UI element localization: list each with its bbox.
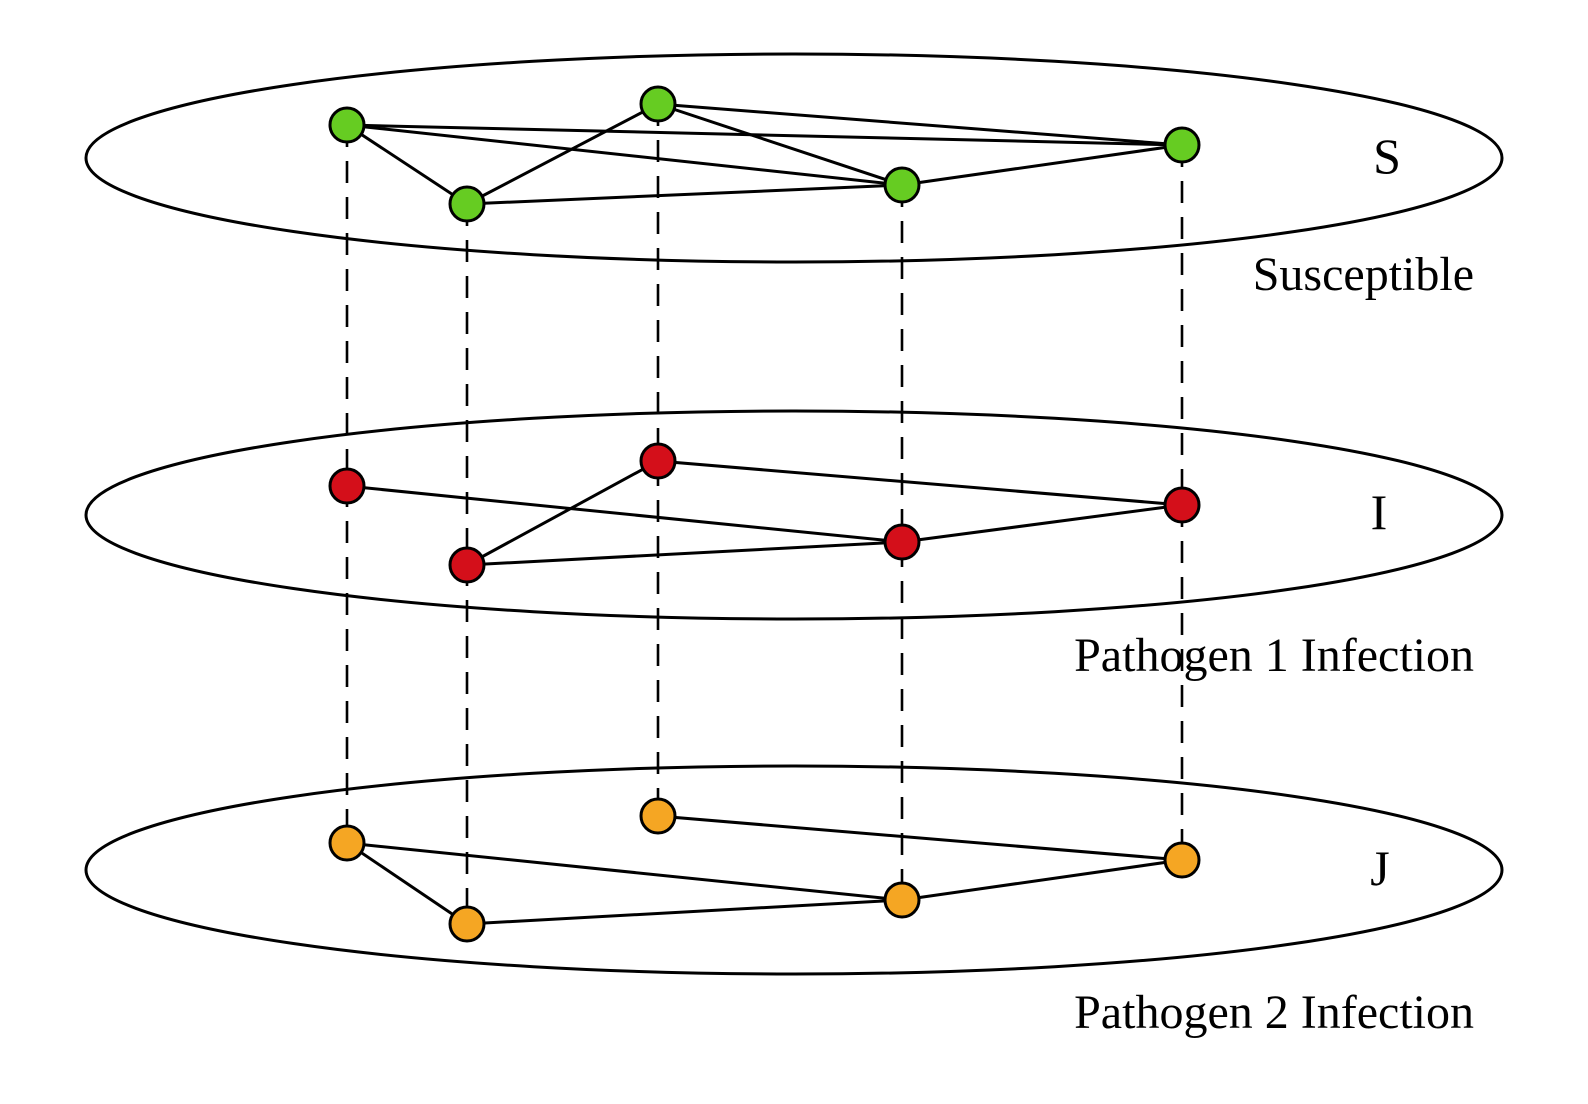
layer-j-edges xyxy=(346,814,1183,926)
layer-j-caption: Pathogen 2 Infection xyxy=(1074,986,1474,1039)
node-s-1 xyxy=(328,106,366,144)
interlayer-dashed-links xyxy=(345,104,1184,924)
node-j-3 xyxy=(639,797,677,835)
edge-i-3-6 xyxy=(657,459,1183,507)
layer-pathogen-2: J Pathogen 2 Infection xyxy=(84,764,1504,1039)
edge-s-1-2 xyxy=(346,123,468,206)
layer-s-ellipse xyxy=(84,52,1504,264)
edge-s-3-5 xyxy=(657,102,903,187)
layer-j-nodes xyxy=(328,797,1201,943)
layer-i-edges xyxy=(346,459,1183,567)
edge-j-5-6 xyxy=(901,858,1183,902)
edge-s-1-5 xyxy=(346,123,903,187)
layer-i-ellipse xyxy=(84,409,1504,621)
node-j-2 xyxy=(448,905,486,943)
edge-i-5-6 xyxy=(901,503,1183,544)
edge-i-2-3 xyxy=(466,459,659,567)
layer-s-nodes xyxy=(328,85,1201,223)
layer-pathogen-1: I Pathogen 1 Infection xyxy=(84,409,1504,682)
node-s-4 xyxy=(883,166,921,204)
layer-susceptible: S Susceptible xyxy=(84,52,1504,301)
node-j-6 xyxy=(1163,841,1201,879)
edge-j-2-5 xyxy=(466,898,903,926)
node-s-2 xyxy=(448,185,486,223)
edge-s-5-6 xyxy=(901,143,1183,187)
edge-i-2-5 xyxy=(466,540,903,567)
layer-s-edges xyxy=(346,102,1183,206)
edge-j-1-5 xyxy=(346,841,903,902)
edge-s-2-5 xyxy=(466,183,903,206)
layer-j-ellipse xyxy=(84,764,1504,976)
node-s-3 xyxy=(639,85,677,123)
layer-i-letter: I xyxy=(1371,484,1388,540)
node-s-6 xyxy=(1163,126,1201,164)
edge-s-2-3 xyxy=(466,102,659,206)
edge-j-3-6 xyxy=(657,814,1183,862)
node-i-6 xyxy=(1163,486,1201,524)
node-j-5 xyxy=(883,881,921,919)
layer-j-letter: J xyxy=(1370,840,1389,896)
edge-s-3-6 xyxy=(657,102,1183,147)
node-j-1 xyxy=(328,824,366,862)
layer-s-letter: S xyxy=(1373,128,1401,184)
node-i-2 xyxy=(448,546,486,584)
layer-s-caption: Susceptible xyxy=(1253,248,1474,301)
edge-i-1-5 xyxy=(346,484,903,544)
node-i-5 xyxy=(883,523,921,561)
edge-j-1-2 xyxy=(346,841,468,926)
node-i-3 xyxy=(639,442,677,480)
node-i-1 xyxy=(328,467,366,505)
layer-i-nodes xyxy=(328,442,1201,584)
layer-i-caption: Pathogen 1 Infection xyxy=(1074,629,1474,682)
edge-s-1-6 xyxy=(346,123,1183,147)
